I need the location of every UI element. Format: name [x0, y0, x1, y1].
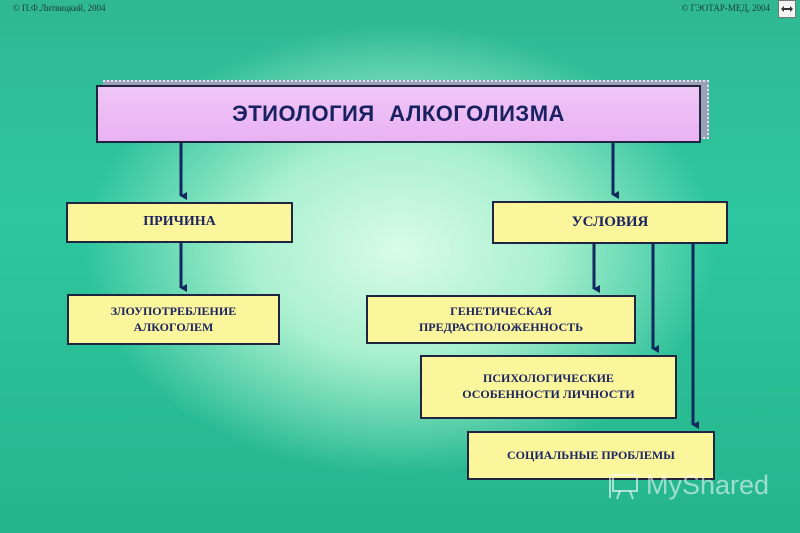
publisher-credit: © ГЭОТАР-МЕД, 2004: [681, 3, 770, 13]
double-arrow-icon: [781, 6, 793, 12]
social-problems-label: СОЦИАЛЬНЫЕ ПРОБЛЕМЫ: [507, 447, 675, 462]
genetic-predisposition-box: ГЕНЕТИЧЕСКАЯ ПРЕДРАСПОЛОЖЕННОСТЬ: [366, 295, 636, 344]
cause-label: ПРИЧИНА: [143, 214, 216, 230]
slide-title: ЭТИОЛОГИЯ АЛКОГОЛИЗМА: [232, 100, 565, 126]
author-credit: © П.Ф.Литвицкий, 2004: [13, 3, 106, 13]
alcohol-abuse-box: ЗЛОУПОТРЕБЛЕНИЕ АЛКОГОЛЕМ: [67, 294, 280, 345]
genetic-predisposition-label: ГЕНЕТИЧЕСКАЯ ПРЕДРАСПОЛОЖЕННОСТЬ: [418, 303, 584, 334]
navigation-button[interactable]: [778, 0, 796, 18]
conditions-box: УСЛОВИЯ: [492, 201, 728, 244]
psychological-traits-box: ПСИХОЛОГИЧЕСКИЕ ОСОБЕННОСТИ ЛИЧНОСТИ: [420, 355, 677, 419]
presentation-board-icon: [609, 473, 638, 499]
watermark: MyShared: [608, 470, 769, 501]
social-problems-box: СОЦИАЛЬНЫЕ ПРОБЛЕМЫ: [467, 431, 715, 480]
conditions-label: УСЛОВИЯ: [571, 213, 649, 230]
watermark-text: MyShared: [646, 470, 770, 500]
alcohol-abuse-label: ЗЛОУПОТРЕБЛЕНИЕ АЛКОГОЛЕМ: [110, 303, 237, 334]
cause-box: ПРИЧИНА: [66, 202, 293, 243]
psychological-traits-label: ПСИХОЛОГИЧЕСКИЕ ОСОБЕННОСТИ ЛИЧНОСТИ: [462, 371, 635, 401]
title-box: ЭТИОЛОГИЯ АЛКОГОЛИЗМА: [96, 85, 701, 143]
